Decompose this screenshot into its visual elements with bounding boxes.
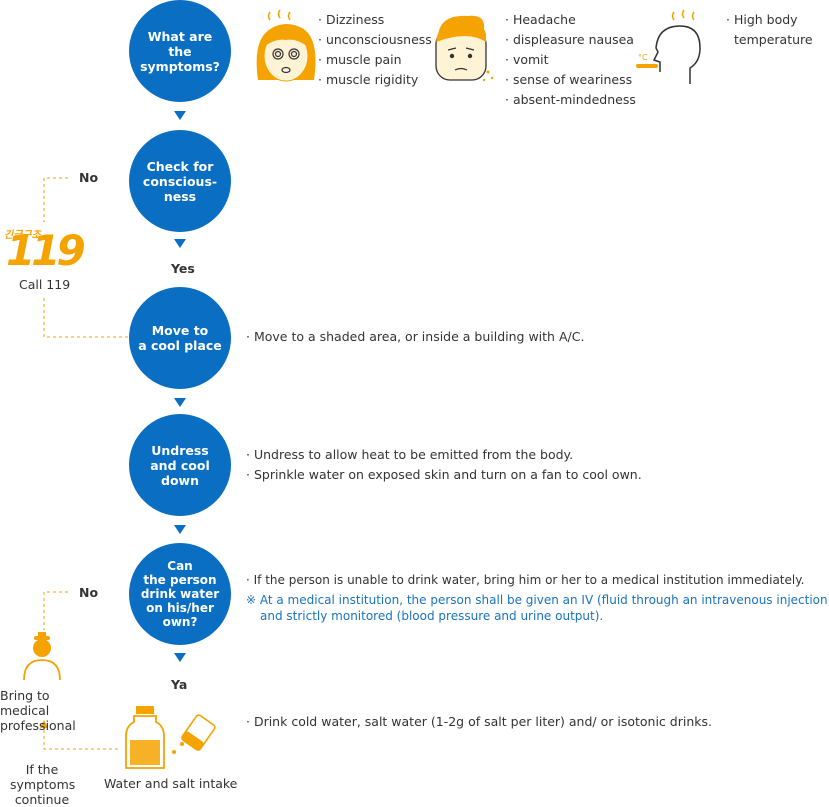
medical-professional-icon: [23, 632, 61, 681]
detail-note-2: and strictly monitored (blood pressure a…: [260, 609, 604, 623]
arrow-down-icon: [174, 239, 186, 248]
emergency-119-logo: 긴급구조 119: [4, 226, 86, 275]
detail-undress-1: · Undress to allow heat to be emitted fr…: [246, 447, 574, 462]
detail-drink: · If the person is unable to drink water…: [246, 573, 805, 587]
detail-intake: · Drink cold water, salt water (1-2g of …: [246, 714, 712, 729]
label-no-2: No: [79, 585, 99, 600]
bring-medical-label: Bring to medical professional: [0, 688, 76, 733]
step-move-cool-place: Move to a cool place: [129, 287, 231, 389]
arrow-down-icon: [174, 653, 186, 662]
dizzy-woman-icon: [256, 9, 316, 82]
detail-note-1: ※ At a medical institution, the person s…: [246, 593, 829, 607]
step-undress-cool-down: Undress and cool down: [129, 414, 231, 516]
water-bottle-icon: [125, 706, 216, 769]
symptom-list-2: · Headache · displeasure nausea · vomit …: [505, 12, 636, 107]
detail-undress-2: · Sprinkle water on exposed skin and tur…: [246, 467, 642, 482]
step-check-consciousness: Check for conscious- ness: [129, 130, 231, 232]
arrow-down-icon: [174, 111, 186, 120]
call-119-label: Call 119: [19, 277, 71, 292]
fever-head-icon: °C: [636, 9, 701, 84]
symptom-list-3: · High body temperature: [726, 12, 813, 47]
label-yes-2: Ya: [171, 677, 188, 692]
step-symptoms: What are the symptoms?: [129, 0, 231, 102]
nauseous-man-icon: [435, 15, 494, 82]
label-no-1: No: [79, 170, 99, 185]
symptom-list-1: · Dizziness · unconsciousness · muscle p…: [318, 12, 432, 87]
step-can-drink-water: Can the person drink water on his/her ow…: [129, 543, 231, 645]
detail-cool-place: · Move to a shaded area, or inside a bui…: [246, 329, 585, 344]
arrow-down-icon: [174, 398, 186, 407]
water-salt-intake-label: Water and salt intake: [104, 776, 238, 791]
label-yes-1: Yes: [171, 261, 195, 276]
svg-text:°C: °C: [638, 53, 648, 62]
symptoms-continue-label: If the symptoms continue: [10, 762, 76, 807]
arrow-down-icon: [174, 525, 186, 534]
